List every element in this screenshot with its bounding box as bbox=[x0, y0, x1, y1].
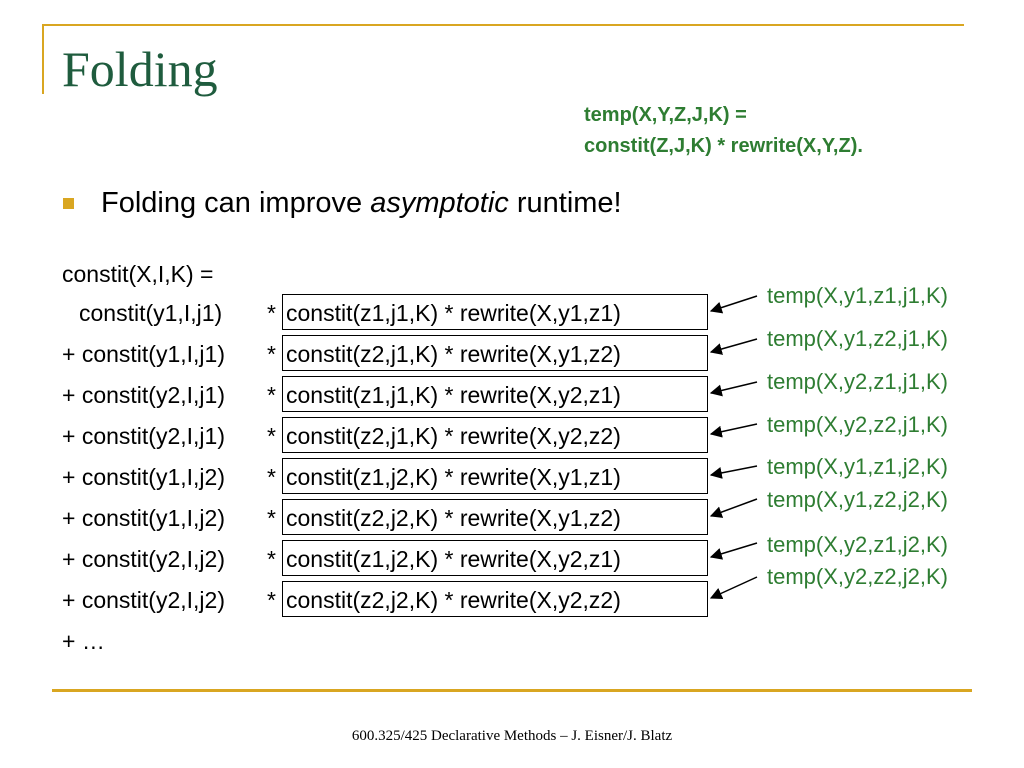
row-boxed-term: constit(z2,j1,K) * rewrite(X,y2,z2) bbox=[286, 423, 621, 449]
row-temp-label: temp(X,y1,z1,j1,K) bbox=[767, 283, 948, 308]
left-rule bbox=[42, 24, 44, 94]
row-prefix: + constit(y1,I,j2) bbox=[62, 464, 225, 490]
row-star: * bbox=[267, 300, 276, 326]
slide-title: Folding bbox=[62, 41, 218, 97]
arrow bbox=[709, 338, 758, 355]
row-temp-label: temp(X,y2,z2,j2,K) bbox=[767, 564, 948, 589]
arrow bbox=[709, 498, 758, 518]
bullet-text: Folding can improve asymptotic runtime! bbox=[101, 186, 622, 221]
bullet-square-icon bbox=[63, 198, 74, 209]
row-prefix: + constit(y1,I,j1) bbox=[62, 341, 225, 367]
bullet-text-before: Folding can improve bbox=[101, 187, 371, 219]
bullet-text-italic: asymptotic bbox=[370, 187, 509, 219]
arrow bbox=[709, 465, 758, 479]
row-temp-label: temp(X,y2,z1,j1,K) bbox=[767, 369, 948, 394]
row-boxed-term: constit(z2,j2,K) * rewrite(X,y1,z2) bbox=[286, 505, 621, 531]
arrow bbox=[709, 576, 758, 599]
row-prefix: + constit(y2,I,j2) bbox=[62, 587, 225, 613]
row-temp-label: temp(X,y2,z1,j2,K) bbox=[767, 532, 948, 557]
row-box bbox=[282, 499, 708, 535]
temp-definition-line-2: constit(Z,J,K) * rewrite(X,Y,Z). bbox=[584, 135, 863, 157]
row-boxed-term: constit(z1,j2,K) * rewrite(X,y2,z1) bbox=[286, 546, 621, 572]
temp-definition-line-1: temp(X,Y,Z,J,K) = bbox=[584, 104, 747, 126]
bullet-text-after: runtime! bbox=[508, 187, 622, 219]
row-boxed-term: constit(z2,j2,K) * rewrite(X,y2,z2) bbox=[286, 587, 621, 613]
row-box bbox=[282, 581, 708, 617]
arrow bbox=[709, 295, 758, 314]
row-star: * bbox=[267, 546, 276, 572]
row-box bbox=[282, 376, 708, 412]
ellipsis-line: + … bbox=[62, 628, 105, 654]
row-star: * bbox=[267, 341, 276, 367]
row-box bbox=[282, 540, 708, 576]
row-temp-label: temp(X,y1,z2,j1,K) bbox=[767, 326, 948, 351]
arrow bbox=[709, 423, 758, 438]
arrow bbox=[709, 542, 758, 560]
arrow bbox=[709, 381, 758, 397]
row-star: * bbox=[267, 382, 276, 408]
equation-header: constit(X,I,K) = bbox=[62, 261, 214, 287]
row-prefix: + constit(y1,I,j2) bbox=[62, 505, 225, 531]
row-star: * bbox=[267, 505, 276, 531]
top-rule bbox=[42, 24, 964, 26]
row-temp-label: temp(X,y2,z2,j1,K) bbox=[767, 412, 948, 437]
row-prefix: + constit(y2,I,j2) bbox=[62, 546, 225, 572]
row-box bbox=[282, 458, 708, 494]
row-star: * bbox=[267, 423, 276, 449]
row-boxed-term: constit(z2,j1,K) * rewrite(X,y1,z2) bbox=[286, 341, 621, 367]
row-temp-label: temp(X,y1,z2,j2,K) bbox=[767, 487, 948, 512]
row-box bbox=[282, 335, 708, 371]
slide-footer: 600.325/425 Declarative Methods – J. Eis… bbox=[351, 728, 673, 744]
row-star: * bbox=[267, 587, 276, 613]
row-prefix: + constit(y2,I,j1) bbox=[62, 423, 225, 449]
bottom-rule bbox=[52, 689, 972, 692]
row-star: * bbox=[267, 464, 276, 490]
row-box bbox=[282, 417, 708, 453]
row-boxed-term: constit(z1,j2,K) * rewrite(X,y1,z1) bbox=[286, 464, 621, 490]
row-prefix: constit(y1,I,j1) bbox=[79, 300, 223, 326]
row-boxed-term: constit(z1,j1,K) * rewrite(X,y1,z1) bbox=[286, 300, 621, 326]
row-prefix: + constit(y2,I,j1) bbox=[62, 382, 225, 408]
row-box bbox=[282, 294, 708, 330]
row-temp-label: temp(X,y1,z1,j2,K) bbox=[767, 454, 948, 479]
row-boxed-term: constit(z1,j1,K) * rewrite(X,y2,z1) bbox=[286, 382, 621, 408]
